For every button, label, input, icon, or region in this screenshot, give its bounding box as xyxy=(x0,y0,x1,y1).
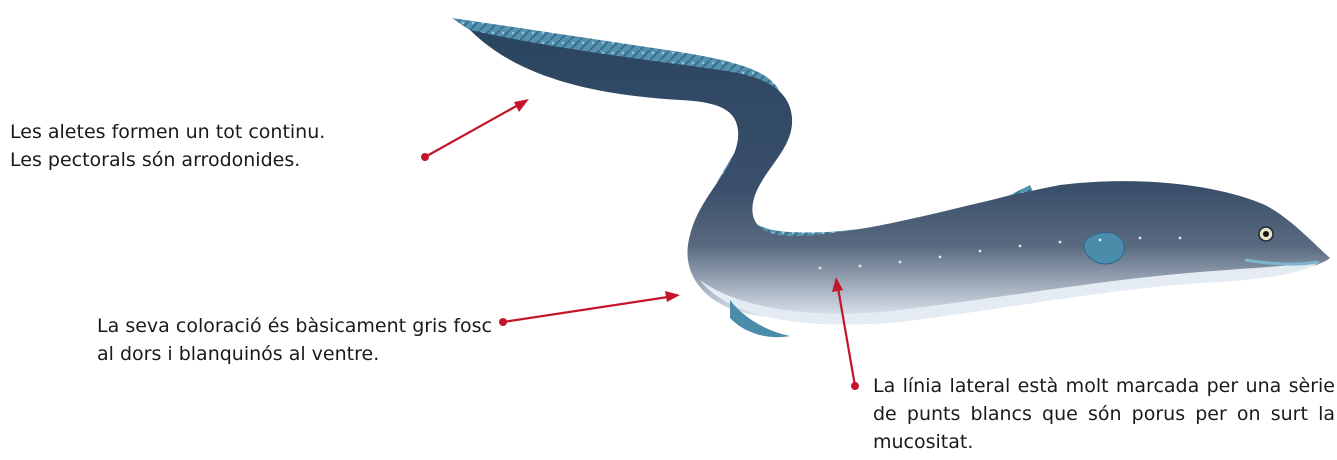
pointer-fins xyxy=(421,99,529,161)
annotation-fins-line-1: Les aletes formen un tot continu. xyxy=(10,118,430,146)
annotation-lateral-line-text: La línia lateral està molt marcada per u… xyxy=(873,372,1335,456)
eel-illustration-icon xyxy=(452,18,1330,337)
annotation-coloration: La seva coloració és bàsicament gris fos… xyxy=(97,312,492,368)
annotation-fins-line-2: Les pectorals són arrodonides. xyxy=(10,146,430,174)
annotation-coloration-text: La seva coloració és bàsicament gris fos… xyxy=(97,312,492,368)
annotation-lateral-line: La línia lateral està molt marcada per u… xyxy=(873,372,1335,456)
pointer-color xyxy=(499,291,680,326)
annotation-fins: Les aletes formen un tot continu. Les pe… xyxy=(10,118,430,174)
